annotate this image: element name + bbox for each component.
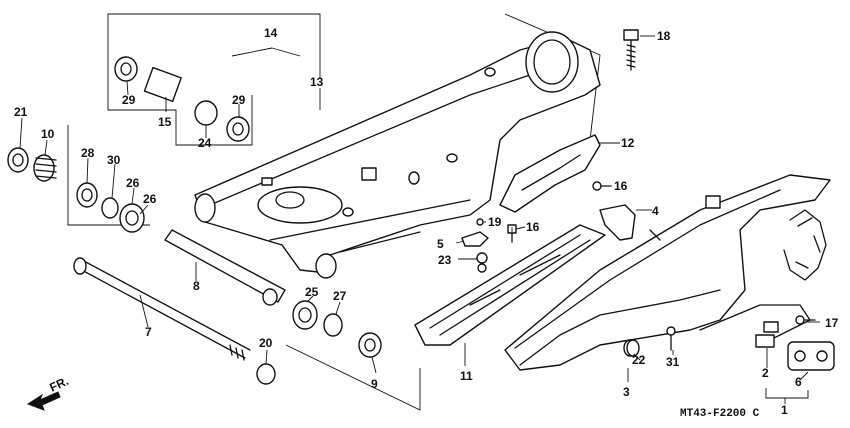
callout-9: 9 (371, 377, 378, 391)
callout-10: 10 (41, 127, 55, 141)
pivot-nut-21 (7, 147, 29, 173)
bracket-13 (107, 13, 321, 78)
pivot-bolt-7 (73, 257, 251, 361)
callout-22: 22 (632, 353, 646, 367)
bearing-29-right (226, 116, 250, 142)
callout-21: 21 (14, 105, 28, 119)
nut-20 (256, 363, 276, 385)
bolt-18 (623, 29, 639, 71)
callout-12: 12 (621, 136, 635, 150)
bearing-25 (292, 300, 318, 330)
callout-16b: 16 (526, 220, 540, 234)
callout-25: 25 (305, 285, 319, 299)
front-direction-indicator: FR. (26, 374, 71, 411)
chain-slider-11 (414, 224, 606, 346)
collar-8 (164, 229, 286, 306)
direction-label: FR. (47, 374, 70, 395)
bearing-26 (119, 203, 145, 233)
callout-29a: 29 (122, 93, 136, 107)
callout-2: 2 (762, 366, 769, 380)
chain-case-3 (504, 174, 831, 371)
callout-17: 17 (825, 316, 839, 330)
callout-8: 8 (193, 279, 200, 293)
callout-29b: 29 (232, 93, 246, 107)
callout-30: 30 (107, 153, 121, 167)
callout-26a: 26 (126, 176, 140, 190)
bracket-14 (107, 34, 253, 146)
master-link-6 (787, 341, 835, 371)
callout-13: 13 (310, 75, 324, 89)
callout-24: 24 (198, 136, 212, 150)
bracket-top-right (504, 13, 601, 141)
arrow-icon (26, 391, 61, 411)
bushing-9 (358, 332, 382, 358)
callout-11: 11 (460, 369, 473, 383)
bushing-24 (194, 100, 218, 126)
callout-6: 6 (795, 375, 802, 389)
chain-strip-2 (699, 304, 811, 348)
swingarm (194, 31, 601, 279)
bearing-29-left (114, 56, 138, 82)
bushing-22 (626, 339, 640, 357)
chain-guard-12 (499, 134, 601, 213)
callout-16a: 16 (614, 179, 628, 193)
callout-19: 19 (488, 215, 502, 229)
callout-27: 27 (333, 289, 347, 303)
callout-31: 31 (666, 355, 680, 369)
seal-27 (323, 313, 343, 337)
diagram-code: MT43-F2200 C (680, 408, 760, 420)
callout-1: 1 (781, 403, 788, 417)
callout-18: 18 (657, 29, 671, 43)
callout-15: 15 (158, 115, 172, 129)
bolt-31 (666, 326, 676, 351)
callout-26b: 26 (143, 192, 157, 206)
group-brackets (67, 13, 601, 411)
callout-labels: 1 2 3 4 5 6 7 8 9 10 11 12 13 14 15 16 1… (14, 26, 839, 417)
bracket-bottom (285, 344, 421, 411)
callout-5: 5 (437, 237, 444, 251)
bracket-4 (599, 204, 636, 241)
leader-lines (19, 35, 820, 404)
callout-20: 20 (259, 336, 273, 350)
callout-7: 7 (145, 325, 152, 339)
small-parts-5-19-23 (461, 218, 489, 273)
bolt-17 (795, 315, 816, 325)
callout-23: 23 (438, 253, 452, 267)
adjuster-10 (33, 154, 57, 182)
seal-30 (101, 197, 119, 219)
callout-4: 4 (652, 204, 659, 218)
callout-3: 3 (623, 385, 630, 399)
callout-14: 14 (264, 26, 278, 40)
drive-chain (783, 209, 827, 281)
collar-15 (143, 66, 182, 103)
callout-28: 28 (81, 146, 95, 160)
bearing-28 (76, 182, 98, 208)
